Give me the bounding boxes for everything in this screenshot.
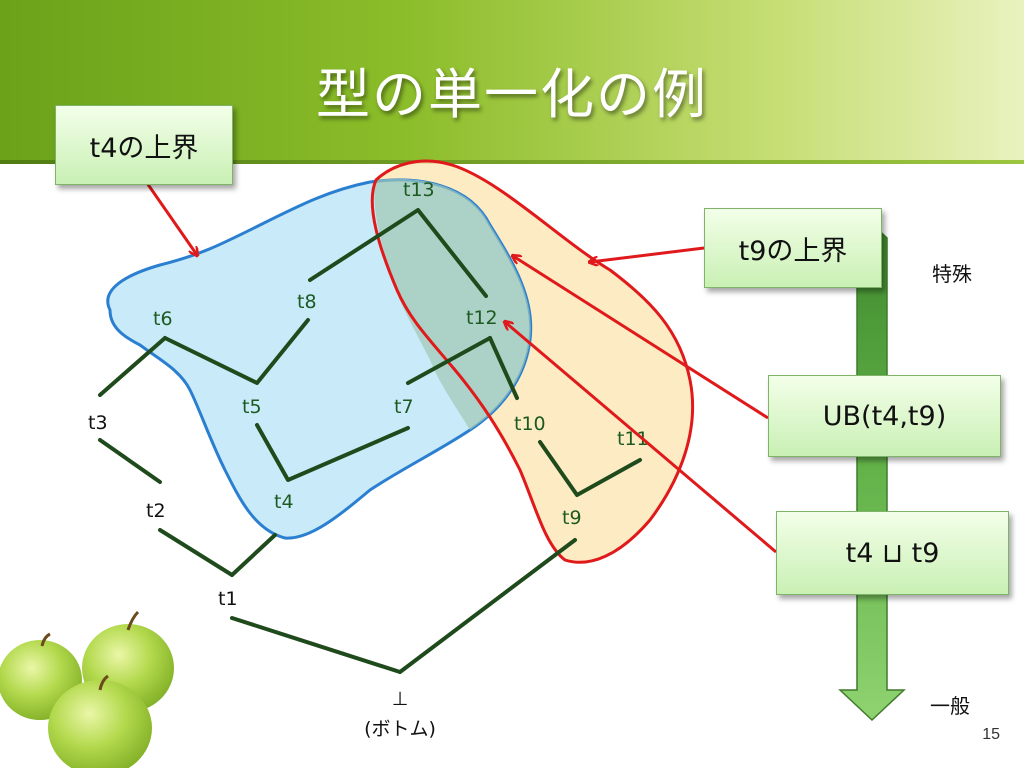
node-t4: t4 — [274, 491, 294, 513]
label-specific: 特殊 — [932, 262, 972, 286]
specificity-scale-arrow — [838, 222, 906, 722]
arrow-t4-upper — [145, 182, 197, 255]
arrow-t9-upper — [590, 246, 705, 262]
lattice-edges — [98, 208, 642, 674]
callout-t9-upper-bound: t9の上界 — [704, 208, 882, 288]
callout-arrows — [145, 182, 777, 554]
node-t7: t7 — [394, 396, 414, 418]
page-number: 15 — [982, 726, 1000, 743]
node-t13: t13 — [403, 179, 435, 201]
edge-t6-t5-t8 — [163, 318, 310, 385]
callout-join: t4 ⊔ t9 — [776, 511, 1009, 595]
overlap-region — [374, 178, 531, 430]
edge-t12-t10 — [488, 336, 519, 400]
edge-t3-t6 — [98, 336, 167, 397]
edge-t1-t4 — [230, 533, 277, 577]
arrow-join — [505, 322, 777, 554]
arrow-ub — [513, 256, 769, 420]
edge-t4-t5-t7 — [255, 423, 410, 482]
edge-bottom-t9 — [398, 538, 577, 674]
node-t1: t1 — [218, 588, 238, 610]
t9-upper-outline — [370, 159, 695, 564]
edge-t10-t9-t11 — [538, 440, 642, 497]
edge-t7-t12 — [406, 336, 492, 385]
node-t8: t8 — [297, 291, 317, 313]
node-t2: t2 — [146, 500, 166, 522]
bottom-node: ⊥ (ボトム) — [330, 684, 470, 744]
node-t3: t3 — [88, 412, 108, 434]
node-t5: t5 — [242, 396, 262, 418]
apples-image — [0, 610, 174, 768]
slide-title: 型の単一化の例 — [316, 63, 708, 126]
node-t9: t9 — [562, 507, 582, 529]
node-t12: t12 — [466, 307, 498, 329]
node-t6: t6 — [153, 308, 173, 330]
edge-t2-t3 — [98, 438, 162, 484]
node-t10: t10 — [514, 413, 546, 435]
bottom-caption: (ボトム) — [364, 718, 436, 740]
header-divider — [0, 160, 1024, 164]
bottom-symbol: ⊥ — [391, 688, 409, 710]
edge-t8-t13-t12 — [308, 208, 488, 298]
edge-t1-t2 — [158, 528, 234, 577]
callout-t4-upper-bound: t4の上界 — [55, 105, 233, 185]
edge-bottom-t1 — [230, 616, 402, 674]
callout-ub: UB(t4,t9) — [768, 375, 1001, 457]
node-t11: t11 — [617, 428, 649, 450]
label-general: 一般 — [930, 694, 970, 718]
